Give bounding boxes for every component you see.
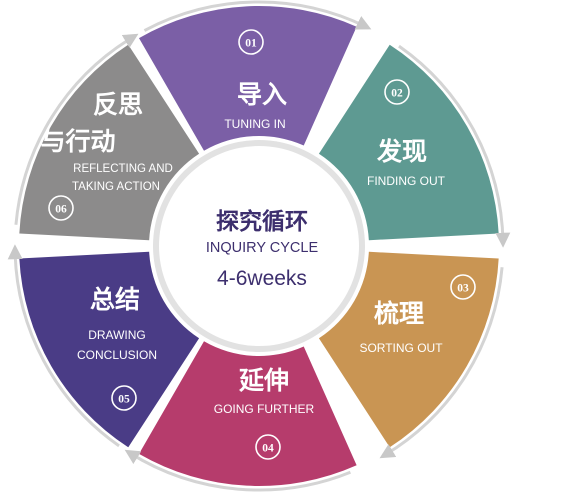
- segment-reflecting: [19, 44, 200, 241]
- arrow-finding-out: [398, 44, 511, 248]
- step-number-badge: [48, 195, 74, 221]
- segment-tuning-in: [139, 5, 357, 151]
- center-duration: 4-6weeks: [217, 267, 307, 290]
- step-number-badge: [238, 29, 264, 55]
- stage-title-zh: 导入: [237, 80, 287, 109]
- stage-title-zh: 总结: [90, 285, 140, 314]
- step-number-badge: [450, 274, 476, 300]
- step-number: 02: [391, 88, 403, 100]
- step-number: 05: [118, 394, 130, 406]
- center-hub-circle: [159, 146, 359, 346]
- stage-title-en: TAKING ACTION: [72, 181, 160, 193]
- label-finding-out: 02 发现 FINDING OUT: [367, 79, 446, 188]
- segment-sorting-out: [318, 251, 499, 448]
- stage-title-zh: 反思: [93, 90, 143, 119]
- stage-drawing-conclusion: [19, 251, 200, 448]
- stage-title-zh: 梳理: [374, 299, 424, 328]
- stage-title-en: DRAWING: [88, 328, 146, 342]
- stage-title-en: TUNING IN: [224, 117, 285, 131]
- step-number-badge: [384, 79, 410, 105]
- stage-finding-out: [318, 44, 499, 241]
- stage-title-zh: 发现: [376, 137, 427, 166]
- cycle-labels: 01 导入 TUNING IN 02 发现 FINDING OUT 03 梳理 SORTING …: [40, 29, 476, 460]
- stage-title-en: FINDING OUT: [367, 174, 446, 188]
- stage-reflecting: [19, 44, 200, 241]
- stage-title-zh: 延伸: [238, 366, 289, 395]
- stage-title-zh: 与行动: [40, 127, 115, 156]
- arrow-going-further: [124, 449, 351, 492]
- arrow-reflecting: [14, 33, 139, 225]
- stage-title-en: GOING FURTHER: [214, 402, 315, 416]
- segment-finding-out: [318, 44, 499, 241]
- arrow-tuning-in: [143, 0, 372, 32]
- cycle-arrows: [7, 0, 511, 492]
- center-hub: 探究循环 INQUIRY CYCLE 4-6weeks: [153, 140, 365, 352]
- stage-title-en: REFLECTING AND: [73, 163, 173, 175]
- cycle-segments: [19, 5, 499, 486]
- stage-sorting-out: [318, 251, 499, 448]
- stage-tuning-in: [139, 5, 357, 151]
- label-drawing-conclusion: 05 总结 DRAWING CONCLUSION: [77, 285, 157, 411]
- arrow-drawing-conclusion: [7, 244, 120, 448]
- arrow-sorting-out: [379, 267, 504, 459]
- center-title-zh: 探究循环: [216, 208, 308, 235]
- step-number-badge: [111, 385, 137, 411]
- stage-title-en: CONCLUSION: [77, 348, 157, 362]
- label-tuning-in: 01 导入 TUNING IN: [224, 29, 287, 131]
- step-number: 06: [55, 204, 67, 216]
- step-number: 04: [262, 443, 274, 455]
- stage-going-further: [139, 341, 357, 486]
- step-number: 01: [245, 38, 257, 50]
- step-number-badge: [255, 434, 281, 460]
- stage-title-en: SORTING OUT: [359, 341, 443, 355]
- label-sorting-out: 03 梳理 SORTING OUT: [359, 274, 476, 355]
- label-going-further: 04 延伸 GOING FURTHER: [214, 366, 315, 460]
- segment-going-further: [139, 341, 357, 486]
- segment-drawing-conclusion: [19, 251, 200, 448]
- step-number: 03: [457, 283, 469, 295]
- center-title-en: INQUIRY CYCLE: [206, 240, 319, 256]
